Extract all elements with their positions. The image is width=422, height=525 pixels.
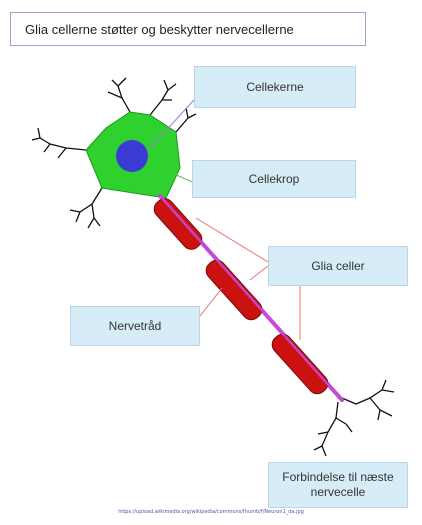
label-cellekrop: Cellekrop bbox=[192, 160, 356, 198]
cell-nucleus bbox=[116, 140, 148, 172]
source-link[interactable]: https://upload.wikimedia.org/wikipedia/c… bbox=[0, 509, 422, 515]
glia-segment bbox=[150, 195, 205, 253]
glia-segment bbox=[202, 257, 265, 324]
myelin-sheath bbox=[150, 195, 331, 397]
label-glia-celler: Glia celler bbox=[268, 246, 408, 286]
leader-nervetraad bbox=[200, 288, 222, 316]
label-forbindelse: Forbindelse til næste nervecelle bbox=[268, 462, 408, 508]
leader-glia-1 bbox=[196, 218, 268, 262]
leader-glia-2 bbox=[250, 266, 268, 280]
label-cellekerne: Cellekerne bbox=[194, 66, 356, 108]
glia-segment bbox=[268, 331, 331, 398]
label-nervetraad: Nervetråd bbox=[70, 306, 200, 346]
